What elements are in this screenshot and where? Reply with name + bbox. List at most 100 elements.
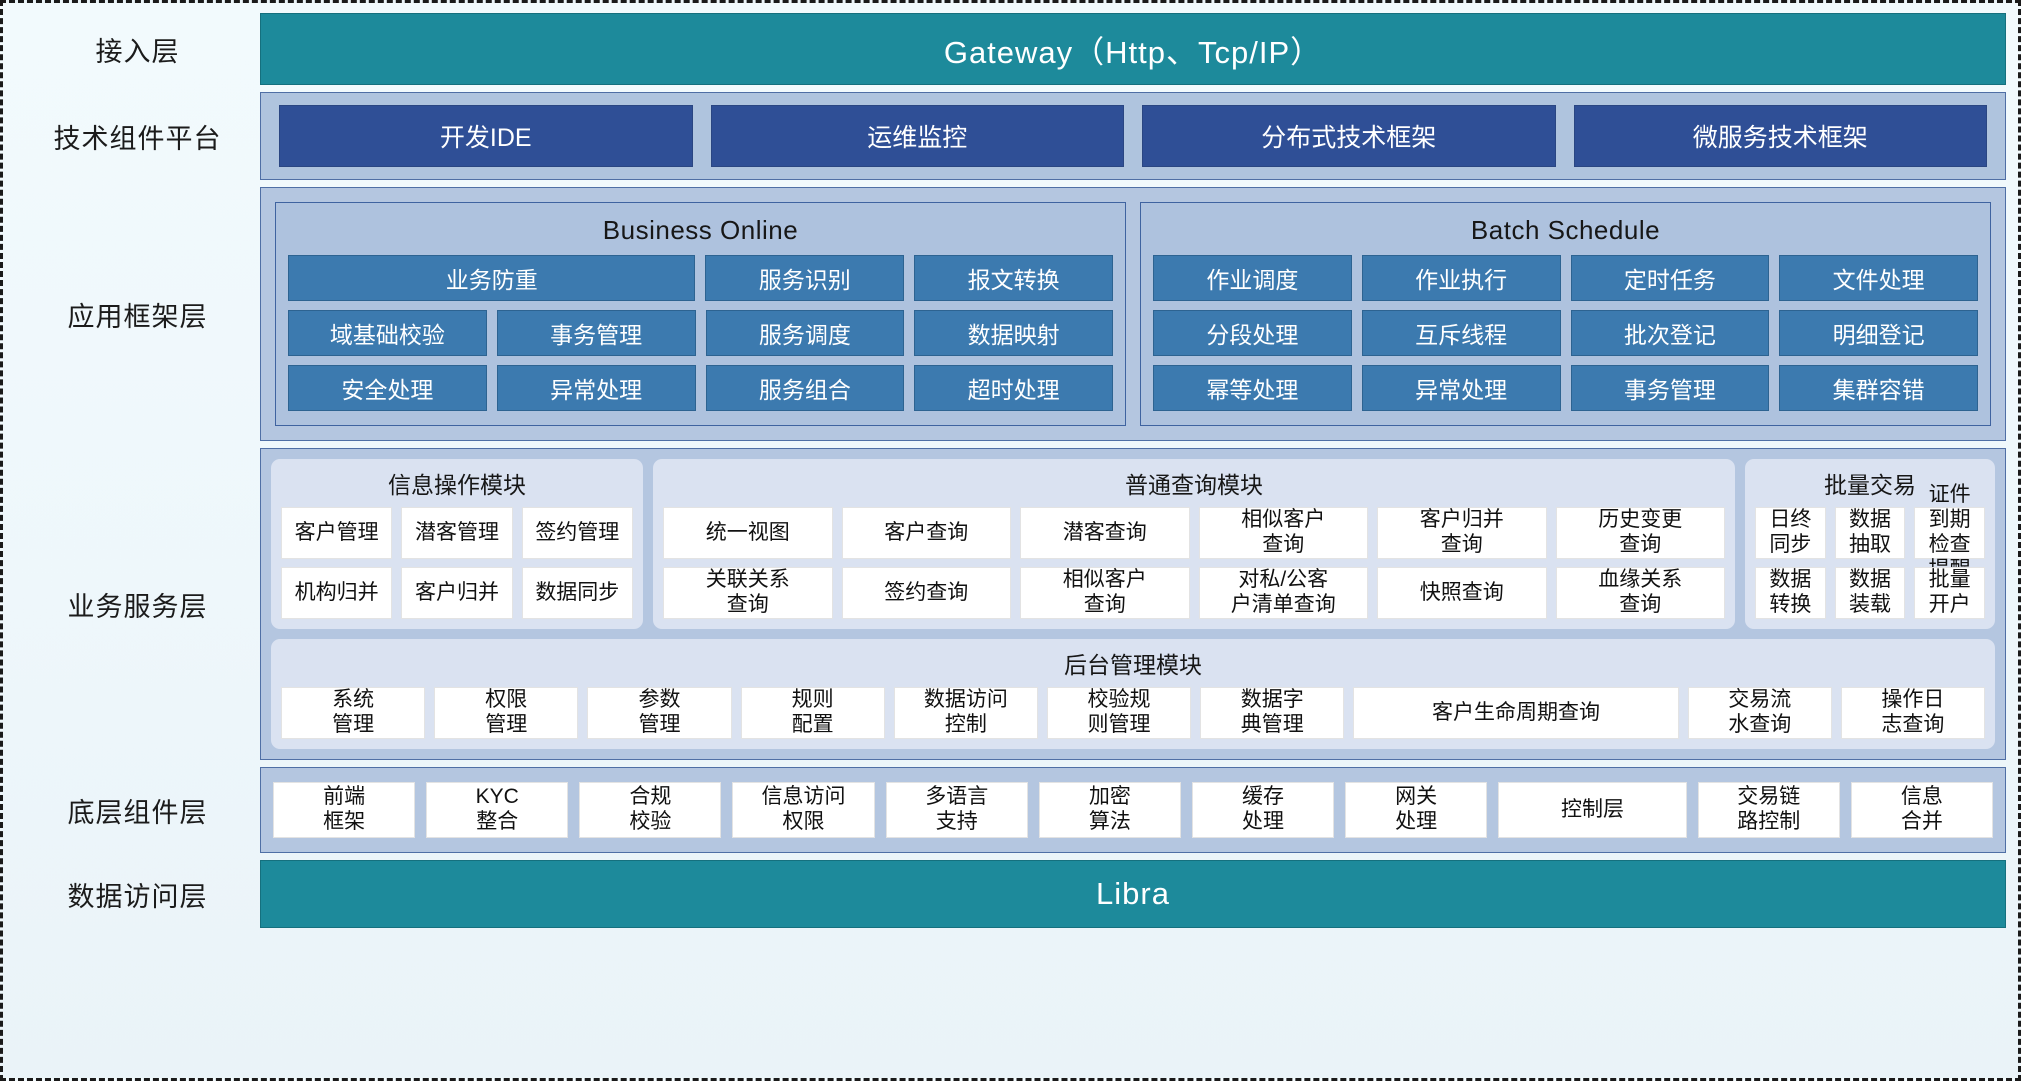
cell-row: 统一视图 客户查询 潜客查询 相似客户 查询 客户归并 查询 历史变更 查询 bbox=[663, 507, 1725, 559]
tech-button-microservice-framework[interactable]: 微服务技术框架 bbox=[1573, 105, 1987, 167]
layer-label-app-framework: 应用框架层 bbox=[67, 301, 208, 332]
chip-domain-validate[interactable]: 域基础校验 bbox=[288, 310, 487, 356]
cell-contract-mgmt[interactable]: 签约管理 bbox=[521, 507, 633, 559]
cell-permission-mgmt[interactable]: 权限 管理 bbox=[434, 687, 579, 739]
cell-similar-customer-query-2[interactable]: 相似客户 查询 bbox=[1020, 567, 1190, 619]
cell-data-transform[interactable]: 数据 转换 bbox=[1755, 567, 1826, 619]
cell-org-merge[interactable]: 机构归并 bbox=[281, 567, 393, 619]
cell-grid-general-query: 统一视图 客户查询 潜客查询 相似客户 查询 客户归并 查询 历史变更 查询 关… bbox=[663, 507, 1725, 619]
chip-idempotent-process[interactable]: 幂等处理 bbox=[1153, 365, 1352, 411]
cell-cache-process[interactable]: 缓存 处理 bbox=[1191, 782, 1335, 838]
service-module-row-bottom: 后台管理模块 系统 管理 权限 管理 参数 管理 规则 配置 数据访问 控制 校… bbox=[271, 639, 1995, 749]
libra-bar[interactable]: Libra bbox=[260, 860, 2006, 928]
cell-row: 日终 同步 数据 抽取 证件到期 检查提醒 bbox=[1755, 483, 1986, 581]
cell-info-merge[interactable]: 信息 合并 bbox=[1850, 782, 1993, 838]
cell-validation-rule-mgmt[interactable]: 校验规 则管理 bbox=[1046, 687, 1192, 739]
cell-multilanguage-support[interactable]: 多语言 支持 bbox=[885, 782, 1028, 838]
cell-kyc-integration[interactable]: KYC 整合 bbox=[426, 782, 569, 838]
cell-parameter-mgmt[interactable]: 参数 管理 bbox=[587, 687, 732, 739]
cell-snapshot-query[interactable]: 快照查询 bbox=[1377, 567, 1547, 619]
cell-data-sync[interactable]: 数据同步 bbox=[521, 567, 633, 619]
cell-similar-customer-query[interactable]: 相似客户 查询 bbox=[1198, 507, 1368, 559]
layer-body-business-service: 信息操作模块 客户管理 潜客管理 签约管理 机构归并 客户归并 数据同步 bbox=[260, 448, 2006, 760]
cell-customer-query[interactable]: 客户查询 bbox=[841, 507, 1011, 559]
cell-gateway-process[interactable]: 网关 处理 bbox=[1345, 782, 1488, 838]
cell-grid-batch-transaction: 日终 同步 数据 抽取 证件到期 检查提醒 数据 转换 数据 装载 批量 开户 bbox=[1755, 483, 1986, 619]
cell-transaction-flow-query[interactable]: 交易流 水查询 bbox=[1687, 687, 1832, 739]
cell-rule-config[interactable]: 规则 配置 bbox=[740, 687, 885, 739]
chip-data-mapping[interactable]: 数据映射 bbox=[914, 310, 1113, 356]
cell-eod-sync[interactable]: 日终 同步 bbox=[1755, 507, 1826, 559]
chip-row: 幂等处理 异常处理 事务管理 集群容错 bbox=[1153, 365, 1978, 411]
cell-contract-query[interactable]: 签约查询 bbox=[841, 567, 1011, 619]
cell-customer-merge-query[interactable]: 客户归并 查询 bbox=[1377, 507, 1547, 559]
cell-compliance-check[interactable]: 合规 校验 bbox=[579, 782, 722, 838]
chip-service-compose[interactable]: 服务组合 bbox=[705, 365, 905, 411]
chip-transaction-mgmt[interactable]: 事务管理 bbox=[496, 310, 696, 356]
chip-row: 作业调度 作业执行 定时任务 文件处理 bbox=[1153, 255, 1978, 301]
chip-security-process[interactable]: 安全处理 bbox=[288, 365, 487, 411]
cell-batch-account-open[interactable]: 批量 开户 bbox=[1914, 567, 1986, 619]
module-title-info-operation: 信息操作模块 bbox=[388, 472, 526, 498]
cell-unified-view[interactable]: 统一视图 bbox=[663, 507, 833, 559]
chip-segment-process[interactable]: 分段处理 bbox=[1153, 310, 1352, 356]
cell-control-layer[interactable]: 控制层 bbox=[1498, 782, 1687, 838]
tech-button-distributed-framework[interactable]: 分布式技术框架 bbox=[1142, 105, 1556, 167]
cell-private-corporate-list-query[interactable]: 对私/公客 户清单查询 bbox=[1198, 567, 1368, 619]
chip-timed-task[interactable]: 定时任务 bbox=[1570, 255, 1770, 301]
chip-exception-process[interactable]: 异常处理 bbox=[496, 365, 696, 411]
cell-history-change-query[interactable]: 历史变更 查询 bbox=[1555, 507, 1725, 559]
tech-button-ide[interactable]: 开发IDE bbox=[279, 105, 693, 167]
chip-grid-batch-schedule: 作业调度 作业执行 定时任务 文件处理 分段处理 互斥线程 批次登记 明细登记 bbox=[1153, 255, 1978, 411]
chip-message-convert[interactable]: 报文转换 bbox=[914, 255, 1113, 301]
cell-customer-lifecycle-query[interactable]: 客户生命周期查询 bbox=[1353, 687, 1679, 739]
cell-row: 关联关系 查询 签约查询 相似客户 查询 对私/公客 户清单查询 快照查询 血缘… bbox=[663, 567, 1725, 619]
chip-job-execute[interactable]: 作业执行 bbox=[1361, 255, 1561, 301]
cell-customer-mgmt[interactable]: 客户管理 bbox=[281, 507, 393, 559]
cell-prospect-mgmt[interactable]: 潜客管理 bbox=[401, 507, 513, 559]
chip-service-identify[interactable]: 服务识别 bbox=[705, 255, 905, 301]
chip-cluster-fault-tolerance[interactable]: 集群容错 bbox=[1779, 365, 1978, 411]
tech-button-ops-monitor[interactable]: 运维监控 bbox=[710, 105, 1124, 167]
cell-relation-query[interactable]: 关联关系 查询 bbox=[663, 567, 833, 619]
chip-detail-register[interactable]: 明细登记 bbox=[1779, 310, 1978, 356]
cell-data-access-control[interactable]: 数据访问 控制 bbox=[893, 687, 1038, 739]
layer-label-data-access: 数据访问层 bbox=[67, 881, 208, 912]
layer-body-app-framework: Business Online 业务防重 服务识别 报文转换 域基础校验 事务管… bbox=[260, 187, 2006, 441]
cell-info-access-permission[interactable]: 信息访问 权限 bbox=[732, 782, 875, 838]
layer-row-base-component: 底层组件层 前端 框架 KYC 整合 合规 校验 信息访问 权限 多语言 支持 … bbox=[15, 767, 2006, 853]
layer-row-data-access: 数据访问层 Libra bbox=[15, 860, 2006, 928]
chip-job-schedule[interactable]: 作业调度 bbox=[1153, 255, 1352, 301]
chip-service-dispatch[interactable]: 服务调度 bbox=[705, 310, 905, 356]
cell-system-mgmt[interactable]: 系统 管理 bbox=[281, 687, 426, 739]
chip-exception-process-batch[interactable]: 异常处理 bbox=[1361, 365, 1561, 411]
chip-transaction-mgmt-batch[interactable]: 事务管理 bbox=[1570, 365, 1770, 411]
cell-operation-log-query[interactable]: 操作日 志查询 bbox=[1840, 687, 1986, 739]
cell-data-load[interactable]: 数据 装载 bbox=[1834, 567, 1906, 619]
cell-prospect-query[interactable]: 潜客查询 bbox=[1020, 507, 1190, 559]
cell-transaction-chain-control[interactable]: 交易链 路控制 bbox=[1697, 782, 1840, 838]
cell-encryption-algorithm[interactable]: 加密 算法 bbox=[1038, 782, 1181, 838]
chip-business-dedup[interactable]: 业务防重 bbox=[288, 255, 696, 301]
cell-grid-info-operation: 客户管理 潜客管理 签约管理 机构归并 客户归并 数据同步 bbox=[281, 507, 633, 619]
chip-file-process[interactable]: 文件处理 bbox=[1779, 255, 1978, 301]
module-batch-transaction: 批量交易 日终 同步 数据 抽取 证件到期 检查提醒 数据 转换 数据 装载 批… bbox=[1745, 459, 1995, 629]
module-title-batch-transaction: 批量交易 bbox=[1824, 472, 1916, 498]
cell-customer-merge[interactable]: 客户归并 bbox=[401, 567, 513, 619]
chip-timeout-process[interactable]: 超时处理 bbox=[914, 365, 1113, 411]
layer-body-data-access: Libra bbox=[260, 860, 2006, 928]
cell-certificate-expiry-reminder[interactable]: 证件到期 检查提醒 bbox=[1914, 483, 1986, 581]
spacer bbox=[15, 760, 2006, 767]
chip-batch-register[interactable]: 批次登记 bbox=[1570, 310, 1770, 356]
gateway-bar[interactable]: Gateway（Http、Tcp/IP） bbox=[260, 13, 2006, 85]
spacer bbox=[15, 180, 2006, 187]
cell-data-extract[interactable]: 数据 抽取 bbox=[1834, 507, 1906, 559]
layer-label-access: 接入层 bbox=[95, 36, 180, 67]
layer-label-base-component: 底层组件层 bbox=[67, 797, 208, 828]
chip-row: 域基础校验 事务管理 服务调度 数据映射 bbox=[288, 310, 1113, 356]
cell-lineage-relation-query[interactable]: 血缘关系 查询 bbox=[1555, 567, 1725, 619]
cell-data-dictionary-mgmt[interactable]: 数据字 典管理 bbox=[1200, 687, 1345, 739]
cell-frontend-framework[interactable]: 前端 框架 bbox=[273, 782, 416, 838]
chip-mutex-thread[interactable]: 互斥线程 bbox=[1361, 310, 1561, 356]
module-title-backend-admin: 后台管理模块 bbox=[1064, 652, 1202, 678]
